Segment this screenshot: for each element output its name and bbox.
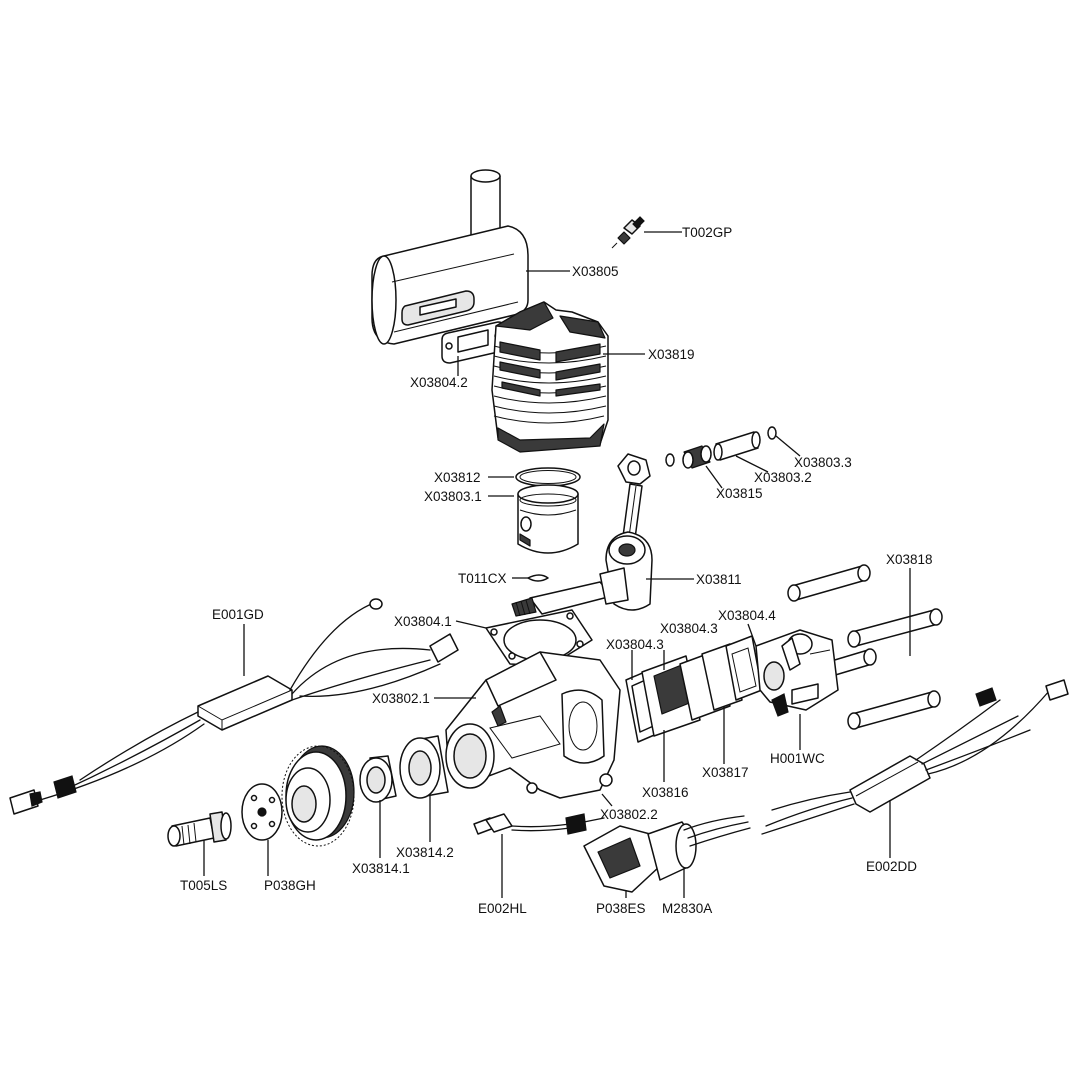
label-X03812: X03812 [434,470,481,485]
label-T002GP: T002GP [682,225,732,240]
label-X03805: X03805 [572,264,619,279]
label-X03819: X03819 [648,347,695,362]
piston-ring-part [515,467,581,487]
carburetor-part [755,629,839,717]
crankshaft-part [511,453,653,617]
long-bolts-part [787,564,943,730]
label-X03802-1: X03802.1 [372,691,430,706]
esc-part [761,679,1069,835]
label-X03804-4: X03804.4 [718,608,776,623]
bearing-small-part [359,755,397,803]
label-X03803-3: X03803.3 [794,455,852,470]
label-E002HL: E002HL [478,901,527,916]
woodruff-key-part [527,574,549,582]
part-labels: T002GP X03805 X03819 X03804.2 X03812 X03… [180,225,933,916]
bearing-large-part [399,735,449,799]
flywheel-gear-part [241,745,355,847]
label-T011CX: T011CX [458,571,507,586]
hall-sensor-part [473,813,605,835]
label-X03804-2: X03804.2 [410,375,468,390]
muffler-part [371,169,529,345]
spark-plug-part [611,216,645,249]
prop-adapter-part [167,811,232,847]
label-X03804-3-upper: X03804.3 [660,621,718,636]
label-E002DD: E002DD [866,859,917,874]
piston-part [517,484,579,554]
label-X03804-3-lower: X03804.3 [606,637,664,652]
crankcase-gasket-part [485,609,593,667]
label-H001WC: H001WC [770,751,825,766]
label-P038GH: P038GH [264,878,316,893]
label-X03815: X03815 [716,486,763,501]
ignition-module-part [9,598,459,815]
label-X03802-2: X03802.2 [600,807,658,822]
starter-motor-part [583,815,751,893]
label-X03814-2: X03814.2 [396,845,454,860]
label-X03816: X03816 [642,785,689,800]
leader-lines [203,231,911,898]
wrist-pin-set [665,426,777,469]
label-X03814-1: X03814.1 [352,861,410,876]
label-P038ES: P038ES [596,901,646,916]
label-X03817: X03817 [702,765,749,780]
crankcase-part [445,651,621,799]
label-E001GD: E001GD [212,607,264,622]
reed-valve-stack [625,635,763,743]
label-M2830A: M2830A [662,901,712,916]
label-T005LS: T005LS [180,878,227,893]
label-X03818: X03818 [886,552,933,567]
label-X03811: X03811 [696,572,742,587]
label-X03804-1: X03804.1 [394,614,452,629]
label-X03803-1: X03803.1 [424,489,482,504]
label-X03803-2: X03803.2 [754,470,812,485]
cylinder-part [491,301,609,453]
